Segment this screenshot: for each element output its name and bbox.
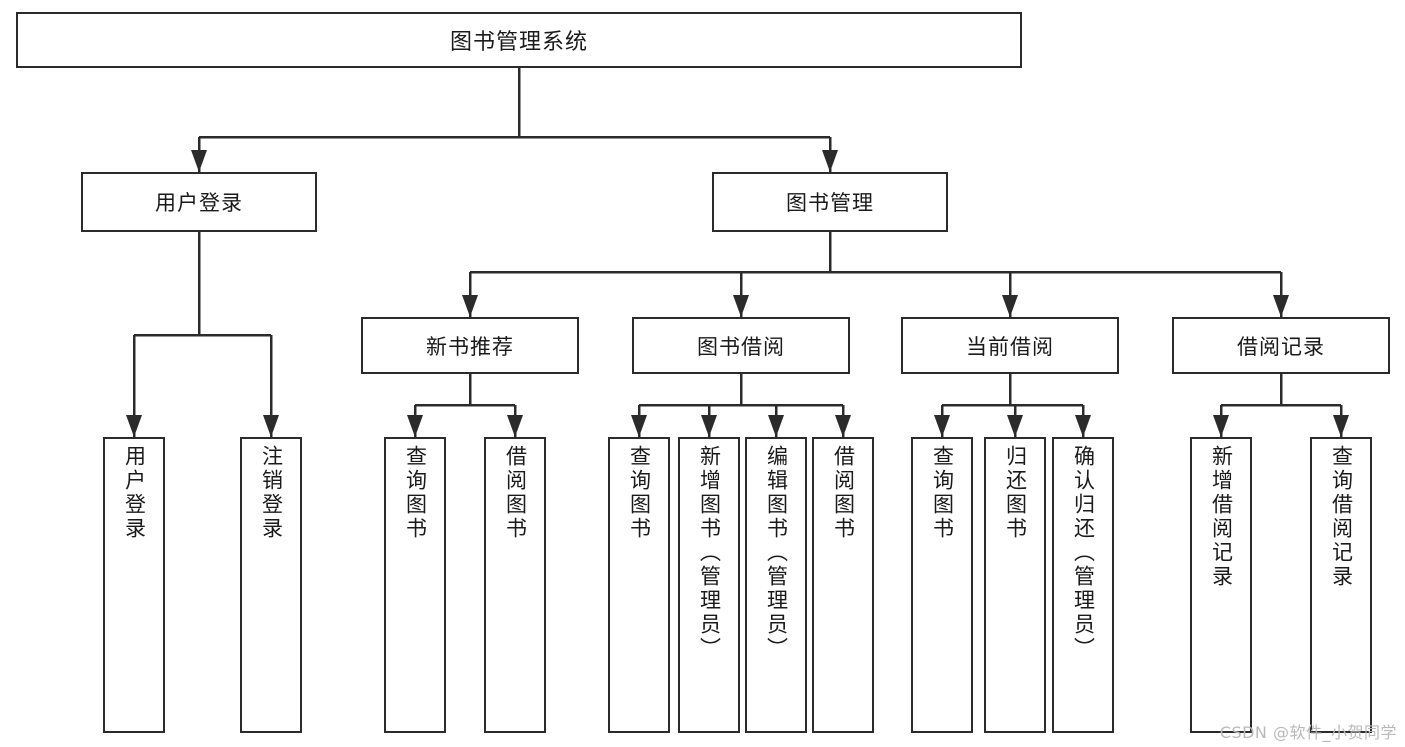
node-label: 查询图书	[403, 445, 428, 541]
node-new-book-rec[interactable]: 新书推荐	[361, 317, 579, 374]
node-current-borrow[interactable]: 当前借阅	[901, 317, 1119, 374]
node-leaf-borrow-book-1[interactable]: 借阅图书	[484, 437, 546, 733]
node-label: 新增借阅记录	[1209, 445, 1234, 589]
node-label: 查询图书	[627, 445, 652, 541]
node-label: 查询图书	[930, 445, 955, 541]
node-leaf-add-record[interactable]: 新增借阅记录	[1190, 437, 1252, 733]
node-label: 查询借阅记录	[1329, 445, 1354, 589]
node-label: 编辑图书（管理员）	[764, 445, 789, 661]
node-book-borrow[interactable]: 图书借阅	[632, 317, 850, 374]
node-label: 图书管理	[786, 191, 874, 215]
node-label: 用户登录	[155, 191, 243, 215]
node-label: 新书推荐	[426, 334, 514, 359]
node-book-manage[interactable]: 图书管理	[712, 172, 948, 232]
node-leaf-edit-book[interactable]: 编辑图书（管理员）	[745, 437, 807, 733]
node-leaf-user-logout[interactable]: 注销登录	[240, 437, 302, 733]
node-leaf-query-book-3[interactable]: 查询图书	[911, 437, 973, 733]
node-label: 借阅图书	[503, 445, 528, 541]
node-label: 当前借阅	[966, 334, 1054, 359]
node-leaf-query-book-1[interactable]: 查询图书	[384, 437, 446, 733]
node-leaf-add-book[interactable]: 新增图书（管理员）	[678, 437, 740, 733]
node-borrow-record[interactable]: 借阅记录	[1172, 317, 1390, 374]
node-label: 新增图书（管理员）	[697, 445, 722, 661]
node-label: 注销登录	[259, 445, 284, 541]
node-label: 图书管理系统	[449, 30, 588, 55]
node-leaf-borrow-book-2[interactable]: 借阅图书	[812, 437, 874, 733]
node-label: 借阅图书	[831, 445, 856, 541]
node-label: 归还图书	[1003, 445, 1028, 541]
node-label: 借阅记录	[1237, 334, 1325, 359]
node-user-login[interactable]: 用户登录	[81, 172, 317, 232]
node-label: 图书借阅	[697, 334, 785, 359]
node-leaf-query-book-2[interactable]: 查询图书	[608, 437, 670, 733]
node-leaf-user-login[interactable]: 用户登录	[103, 437, 165, 733]
node-leaf-return-book[interactable]: 归还图书	[984, 437, 1046, 733]
node-leaf-confirm-return[interactable]: 确认归还（管理员）	[1052, 437, 1114, 733]
node-label: 用户登录	[122, 445, 147, 541]
watermark-text: CSDN @软件_小贺同学	[1219, 723, 1397, 742]
node-leaf-query-record[interactable]: 查询借阅记录	[1310, 437, 1372, 733]
node-label: 确认归还（管理员）	[1071, 445, 1096, 661]
node-root[interactable]: 图书管理系统	[16, 12, 1022, 68]
